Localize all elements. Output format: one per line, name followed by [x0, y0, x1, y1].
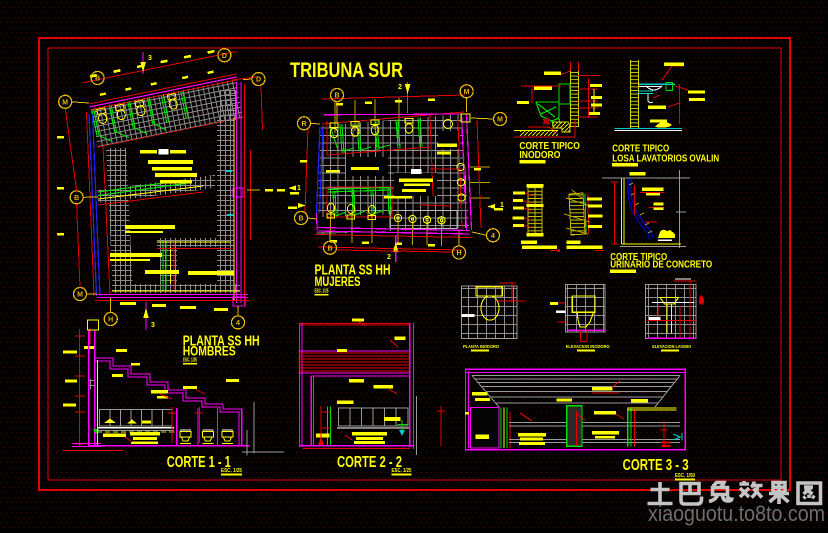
svg-text:B: B	[298, 216, 303, 223]
svg-text:3: 3	[151, 322, 155, 329]
svg-text:ELEVACION LAVABO: ELEVACION LAVABO	[652, 344, 691, 350]
svg-text:4: 4	[491, 233, 495, 240]
svg-text:ELEVACION INODORO: ELEVACION INODORO	[566, 344, 610, 350]
svg-text:PLANTA INODORO: PLANTA INODORO	[463, 344, 499, 350]
svg-text:B: B	[327, 245, 332, 252]
svg-text:D: D	[222, 53, 227, 60]
svg-text:B: B	[95, 76, 100, 83]
svg-text:LOSA LAVATORIOS OVALIN: LOSA LAVATORIOS OVALIN	[612, 153, 719, 164]
svg-text:H: H	[108, 317, 113, 324]
svg-text:2: 2	[387, 254, 391, 261]
svg-text:2: 2	[398, 84, 402, 91]
svg-text:xiaoguotu.to8to.com: xiaoguotu.to8to.com	[648, 501, 825, 526]
svg-text:MUJERES: MUJERES	[315, 273, 361, 289]
svg-text:1: 1	[500, 202, 504, 209]
svg-text:M: M	[497, 117, 503, 124]
svg-text:HOMBRES: HOMBRES	[183, 344, 236, 359]
svg-text:D: D	[256, 77, 261, 84]
svg-text:ESC. 1/25: ESC. 1/25	[221, 468, 242, 474]
svg-text:ESC. 1/50: ESC. 1/50	[675, 473, 695, 479]
svg-text:M: M	[62, 99, 68, 106]
svg-text:B: B	[334, 93, 339, 100]
svg-text:ESC. 1/25: ESC. 1/25	[392, 468, 412, 474]
svg-text:M: M	[77, 292, 83, 299]
svg-text:B: B	[74, 195, 79, 202]
svg-text:URINARIO DE CONCRETO: URINARIO DE CONCRETO	[610, 260, 712, 271]
svg-text:TRIBUNA SUR: TRIBUNA SUR	[290, 59, 403, 82]
svg-text:4: 4	[236, 320, 240, 327]
svg-text:INODORO: INODORO	[519, 150, 560, 161]
svg-text:CORTE 3 - 3: CORTE 3 - 3	[623, 457, 689, 474]
svg-text:R: R	[301, 121, 306, 128]
svg-text:ESC. 1/25: ESC. 1/25	[183, 358, 197, 364]
svg-text:H: H	[456, 250, 461, 257]
svg-text:ESC. 1/25: ESC. 1/25	[315, 289, 329, 295]
svg-text:1: 1	[297, 185, 301, 192]
svg-text:M: M	[464, 89, 470, 96]
svg-text:3: 3	[148, 55, 152, 62]
